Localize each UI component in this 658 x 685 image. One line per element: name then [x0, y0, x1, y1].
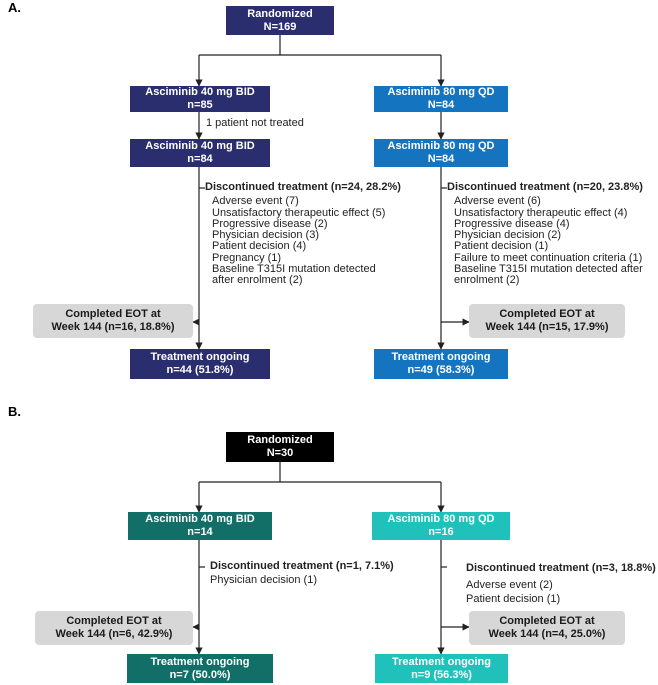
- panel-b-right-completed-box: Completed EOT at Week 144 (n=4, 25.0%): [469, 611, 625, 645]
- list-item: after enrolment (2): [212, 274, 303, 287]
- panel-b-left-completed-box: Completed EOT at Week 144 (n=6, 42.9%): [35, 611, 193, 645]
- list-item: Adverse event (6): [454, 195, 541, 208]
- panel-a-left-arm-box: Asciminib 40 mg BID n=85: [130, 86, 270, 112]
- panel-a-left-ongoing-title: Treatment ongoing: [150, 351, 250, 363]
- panel-b-randomized-box: Randomized N=30: [226, 432, 334, 462]
- panel-a-randomized-n: N=169: [263, 20, 297, 33]
- panel-a-left-ongoing-box: Treatment ongoing n=44 (51.8%): [130, 349, 270, 379]
- panel-a-left-completed-box: Completed EOT at Week 144 (n=16, 18.8%): [33, 304, 193, 338]
- panel-b-left-ongoing-n: n=7 (50.0%): [169, 668, 231, 681]
- panel-b-right-ongoing-n: n=9 (56.3%): [411, 668, 472, 681]
- panel-b-right-arm-n: n=16: [428, 526, 454, 538]
- panel-b-right-discontinued: Discontinued treatment (n=3, 18.8%) Adve…: [466, 561, 656, 606]
- panel-a-right-arm-n: N=84: [427, 99, 455, 111]
- panel-b-right-arm-title: Asciminib 80 mg QD: [387, 513, 495, 525]
- panel-b-left-arm-box: Asciminib 40 mg BID n=14: [128, 512, 272, 540]
- panel-b-right-ongoing-title: Treatment ongoing: [392, 655, 491, 668]
- panel-a-right-arm-title: Asciminib 80 mg QD: [387, 86, 495, 98]
- panel-b-left-ongoing-box: Treatment ongoing n=7 (50.0%): [127, 654, 273, 683]
- panel-a-right-arm-box: Asciminib 80 mg QD N=84: [374, 86, 508, 112]
- panel-a-right-ongoing-box: Treatment ongoing n=49 (58.3%): [374, 349, 508, 379]
- list-item: Progressive disease (2): [212, 217, 328, 230]
- panel-b-left-ongoing-title: Treatment ongoing: [150, 655, 250, 668]
- panel-a-left-treated-n: n=84: [187, 153, 213, 165]
- list-item: Patient decision (4): [212, 240, 307, 253]
- panel-b-left-discontinued-heading: Discontinued treatment (n=1, 7.1%): [210, 560, 394, 572]
- list-item: Baseline T315I mutation detected after: [454, 263, 643, 276]
- panel-b-left-arm-n: n=14: [187, 526, 213, 538]
- list-item: Pregnancy (1): [212, 251, 282, 264]
- list-item: Patient decision (1): [466, 593, 561, 605]
- panel-a-not-treated-note: 1 patient not treated: [206, 117, 304, 129]
- panel-b-left-completed-line2: Week 144 (n=6, 42.9%): [55, 628, 173, 640]
- panel-b-right-arm-box: Asciminib 80 mg QD n=16: [372, 512, 510, 540]
- list-item: Unsatisfactory therapeutic effect (4): [454, 206, 628, 219]
- panel-a-left-arm-n: n=85: [187, 99, 213, 111]
- panel-a-randomized-title: Randomized: [247, 7, 313, 20]
- panel-b-left-completed-line1: Completed EOT at: [66, 615, 162, 627]
- panel-b-right-completed-line1: Completed EOT at: [499, 615, 595, 627]
- panel-a-label: A.: [8, 0, 21, 15]
- panel-b-left-discontinued: Discontinued treatment (n=1, 7.1%) Physi…: [210, 560, 394, 587]
- list-item: Unsatisfactory therapeutic effect (5): [212, 206, 386, 219]
- panel-a-left-arm-title: Asciminib 40 mg BID: [145, 86, 255, 98]
- panel-b-right-discontinued-heading: Discontinued treatment (n=3, 18.8%): [466, 562, 656, 574]
- panel-a-right-discontinued: Discontinued treatment (n=20, 23.8%) Adv…: [447, 181, 643, 287]
- panel-a-left-completed-line2: Week 144 (n=16, 18.8%): [51, 321, 175, 333]
- panel-b-right-completed-line2: Week 144 (n=4, 25.0%): [488, 628, 606, 640]
- panel-a-left-treated-title: Asciminib 40 mg BID: [145, 140, 255, 152]
- list-item: enrolment (2): [454, 274, 520, 287]
- list-item: Failure to meet continuation criteria (1…: [454, 251, 643, 264]
- panel-a-left-treated-box: Asciminib 40 mg BID n=84: [130, 139, 270, 167]
- panel-b-label: B.: [8, 404, 21, 419]
- panel-a-right-completed-box: Completed EOT at Week 144 (n=15, 17.9%): [469, 304, 625, 338]
- panel-a-right-discontinued-heading: Discontinued treatment (n=20, 23.8%): [447, 181, 643, 193]
- list-item: Adverse event (2): [466, 579, 553, 591]
- list-item: Physician decision (2): [454, 229, 561, 242]
- list-item: Progressive disease (4): [454, 217, 570, 230]
- panel-a-left-ongoing-n: n=44 (51.8%): [166, 364, 234, 376]
- panel-a-left-completed-line1: Completed EOT at: [65, 308, 161, 320]
- panel-a-right-treated-title: Asciminib 80 mg QD: [387, 140, 495, 152]
- list-item: Physician decision (1): [210, 574, 317, 587]
- list-item: Adverse event (7): [212, 195, 299, 208]
- panel-a-right-ongoing-title: Treatment ongoing: [391, 351, 491, 363]
- panel-a-right-ongoing-n: n=49 (58.3%): [407, 364, 475, 376]
- panel-a-right-completed-line2: Week 144 (n=15, 17.9%): [485, 321, 609, 333]
- panel-b-right-ongoing-box: Treatment ongoing n=9 (56.3%): [375, 654, 508, 683]
- list-item: Physician decision (3): [212, 229, 319, 242]
- panel-a-left-discontinued-heading: Discontinued treatment (n=24, 28.2%): [205, 181, 401, 193]
- panel-b-randomized-title: Randomized: [247, 434, 313, 446]
- panel-a-randomized-box: Randomized N=169: [226, 6, 334, 35]
- panel-a-right-treated-n: N=84: [427, 153, 455, 165]
- panel-a-left-discontinued: Discontinued treatment (n=24, 28.2%) Adv…: [205, 181, 401, 287]
- panel-b-left-arm-title: Asciminib 40 mg BID: [145, 513, 255, 525]
- panel-a-right-treated-box: Asciminib 80 mg QD N=84: [374, 139, 508, 167]
- panel-a-right-completed-line1: Completed EOT at: [499, 308, 595, 320]
- list-item: Baseline T315I mutation detected: [212, 263, 376, 276]
- panel-b-randomized-n: N=30: [266, 447, 294, 459]
- list-item: Patient decision (1): [454, 240, 549, 253]
